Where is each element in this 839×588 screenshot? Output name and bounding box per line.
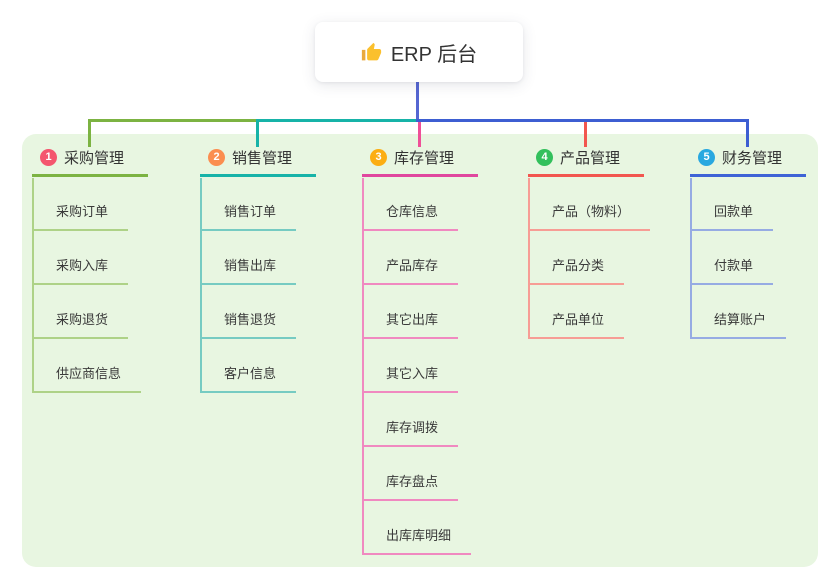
mindmap-child-node[interactable]: 销售订单: [200, 202, 297, 231]
branch-number-badge: 5: [698, 149, 715, 166]
branch-node-5[interactable]: 5 财务管理: [690, 147, 807, 177]
branch-label: 财务管理: [722, 150, 783, 167]
branch-drop-line: [584, 122, 587, 147]
branch-node-3[interactable]: 3 库存管理: [362, 147, 479, 177]
mindmap-child-node[interactable]: 付款单: [690, 256, 774, 285]
branch-label: 销售管理: [232, 150, 293, 167]
background-panel: [22, 134, 818, 567]
branch-number-badge: 1: [40, 149, 57, 166]
branch-label: 库存管理: [394, 150, 455, 167]
mindmap-child-node[interactable]: 出库库明细: [362, 526, 472, 555]
mindmap-child-node[interactable]: 仓库信息: [362, 202, 459, 231]
mindmap-child-node[interactable]: 采购入库: [32, 256, 129, 285]
bus-line: [88, 119, 256, 122]
mindmap-child-node[interactable]: 客户信息: [200, 364, 297, 393]
mindmap-child-node[interactable]: 库存盘点: [362, 472, 459, 501]
branch-node-2[interactable]: 2 销售管理: [200, 147, 317, 177]
child-trunk-line: [528, 178, 530, 339]
child-trunk-line: [200, 178, 202, 393]
mindmap-child-node[interactable]: 结算账户: [690, 310, 787, 339]
mindmap-child-node[interactable]: 采购退货: [32, 310, 129, 339]
branch-label: 采购管理: [64, 150, 125, 167]
branch-number-badge: 4: [536, 149, 553, 166]
branch-drop-line: [418, 122, 421, 147]
thumbs-up-icon: [361, 42, 382, 63]
branch-node-4[interactable]: 4 产品管理: [528, 147, 645, 177]
branch-node-1[interactable]: 1 采购管理: [32, 147, 149, 177]
branch-drop-line: [88, 122, 91, 147]
mindmap-child-node[interactable]: 产品库存: [362, 256, 459, 285]
branch-drop-line: [256, 122, 259, 147]
mindmap-child-node[interactable]: 其它出库: [362, 310, 459, 339]
root-label: ERP 后台: [390, 43, 478, 66]
branch-drop-line: [746, 122, 749, 147]
mindmap-child-node[interactable]: 销售退货: [200, 310, 297, 339]
branch-number-badge: 2: [208, 149, 225, 166]
child-trunk-line: [362, 178, 364, 555]
child-trunk-line: [32, 178, 34, 393]
mindmap-child-node[interactable]: 库存调拨: [362, 418, 459, 447]
bus-line: [416, 119, 749, 122]
mindmap-child-node[interactable]: 回款单: [690, 202, 774, 231]
bus-line: [256, 119, 416, 122]
branch-label: 产品管理: [560, 150, 621, 167]
branch-number-badge: 3: [370, 149, 387, 166]
mindmap-child-node[interactable]: 供应商信息: [32, 364, 142, 393]
mindmap-child-node[interactable]: 销售出库: [200, 256, 297, 285]
root-node[interactable]: ERP 后台: [315, 22, 523, 82]
mindmap-child-node[interactable]: 采购订单: [32, 202, 129, 231]
mindmap-child-node[interactable]: 产品（物料）: [528, 202, 651, 231]
mindmap-child-node[interactable]: 产品分类: [528, 256, 625, 285]
child-trunk-line: [690, 178, 692, 339]
root-connector-line: [416, 82, 419, 122]
mindmap-child-node[interactable]: 其它入库: [362, 364, 459, 393]
mindmap-child-node[interactable]: 产品单位: [528, 310, 625, 339]
